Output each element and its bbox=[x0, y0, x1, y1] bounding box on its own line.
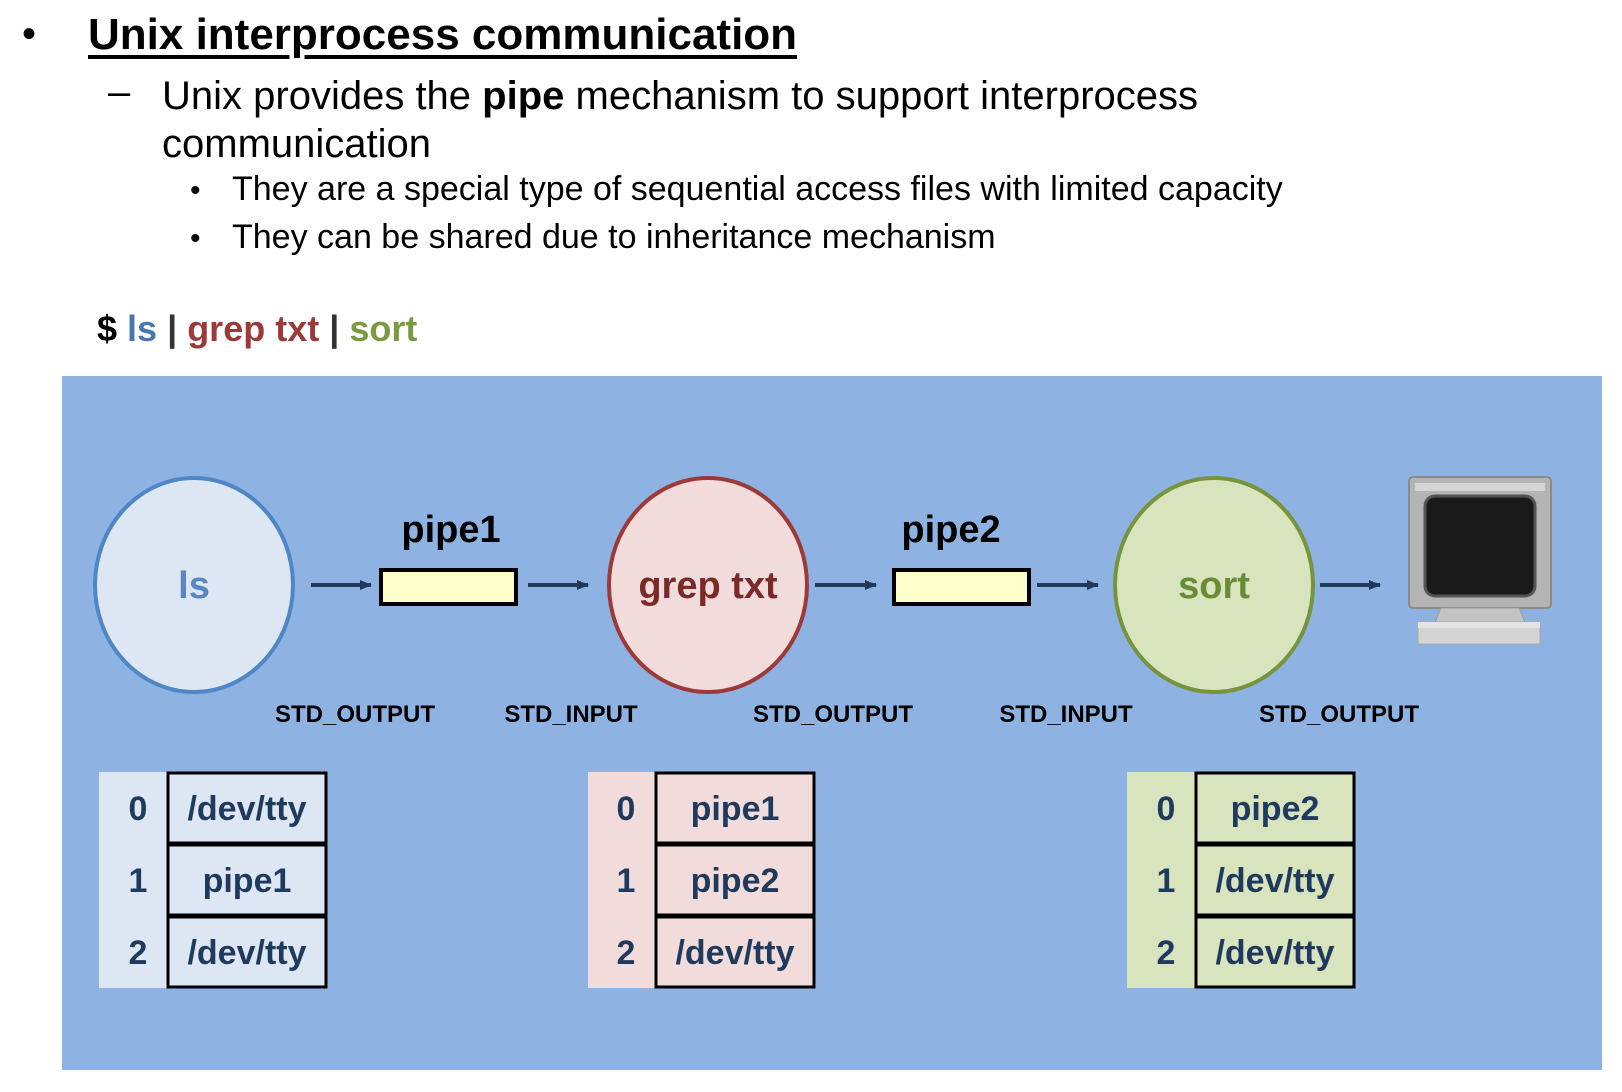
fd-number: 1 bbox=[1157, 862, 1176, 900]
dash-marker: – bbox=[108, 70, 131, 114]
slide-title: Unix interprocess communication bbox=[88, 10, 798, 59]
process-grep-circle bbox=[607, 476, 809, 694]
fd-table-sort-background bbox=[1127, 772, 1354, 988]
command-pipe-separator: | bbox=[167, 308, 178, 349]
pipe1-label: pipe1 bbox=[401, 509, 500, 551]
subsub-bullet-dot: • bbox=[190, 174, 201, 207]
fd-cell bbox=[1194, 843, 1356, 917]
fd-cell bbox=[166, 843, 328, 917]
fd-target: pipe2 bbox=[691, 862, 780, 900]
process-ls: ls bbox=[93, 476, 295, 694]
fd-table-sort: 0 1 2 pipe2 /dev/tty /dev/tty bbox=[1127, 771, 1356, 989]
bullet-dot: • bbox=[22, 12, 37, 56]
fd-number: 1 bbox=[617, 862, 636, 900]
fd-table-ls-background bbox=[99, 772, 326, 988]
fd-number: 0 bbox=[1157, 790, 1176, 828]
fd-target: /dev/tty bbox=[1215, 934, 1334, 972]
fd-target: /dev/tty bbox=[675, 934, 794, 972]
pipe2-buffer bbox=[892, 568, 1031, 606]
fd-target: pipe1 bbox=[691, 790, 780, 828]
command-sort: sort bbox=[349, 308, 418, 349]
fd-cell bbox=[1194, 915, 1356, 989]
process-grep-label: grep txt bbox=[638, 565, 778, 607]
fd-number: 0 bbox=[617, 790, 636, 828]
fd-cell bbox=[654, 915, 816, 989]
fd-cell bbox=[166, 915, 328, 989]
std-input-label-grep: STD_INPUT bbox=[504, 701, 638, 728]
process-sort-circle bbox=[1113, 476, 1315, 694]
fd-cell bbox=[166, 771, 328, 845]
fd-number: 2 bbox=[129, 934, 148, 972]
fd-table-grep-background bbox=[588, 772, 815, 988]
std-output-label-ls: STD_OUTPUT bbox=[275, 701, 435, 728]
std-output-label-grep: STD_OUTPUT bbox=[753, 701, 913, 728]
subpoint-prefix: Unix provides the bbox=[162, 74, 483, 118]
fd-target: /dev/tty bbox=[1215, 862, 1334, 900]
subpoint-text: Unix provides the pipe mechanism to supp… bbox=[162, 72, 1362, 168]
fd-target: pipe2 bbox=[1231, 790, 1320, 828]
fd-cell bbox=[1194, 771, 1356, 845]
command-ls: ls bbox=[127, 308, 158, 349]
fd-table-ls: 0 1 2 /dev/tty pipe1 /dev/tty bbox=[99, 771, 328, 989]
std-output-label-sort: STD_OUTPUT bbox=[1259, 701, 1419, 728]
std-input-label-sort: STD_INPUT bbox=[999, 701, 1133, 728]
command-prompt: $ bbox=[97, 308, 118, 349]
process-ls-circle bbox=[93, 476, 295, 694]
subpoint-suffix: mechanism to support interprocess commun… bbox=[162, 74, 1199, 166]
subsubpoint-2: They can be shared due to inheritance me… bbox=[232, 218, 996, 256]
command-pipe-separator: | bbox=[329, 308, 340, 349]
fd-target: pipe1 bbox=[203, 862, 292, 900]
computer-monitor-icon bbox=[1408, 476, 1552, 645]
process-sort-label: sort bbox=[1178, 565, 1250, 607]
fd-number: 1 bbox=[129, 862, 148, 900]
process-grep: grep txt bbox=[607, 476, 809, 694]
fd-number: 2 bbox=[1157, 934, 1176, 972]
fd-table-grep: 0 1 2 pipe1 pipe2 /dev/tty bbox=[588, 771, 816, 989]
fd-cell bbox=[654, 843, 816, 917]
subsubpoint-1: They are a special type of sequential ac… bbox=[232, 170, 1283, 208]
fd-cell bbox=[654, 771, 816, 845]
subpoint-bold: pipe bbox=[482, 74, 565, 118]
pipe1-buffer bbox=[379, 568, 518, 606]
command-grep: grep txt bbox=[187, 308, 320, 349]
command-line: $ ls | grep txt | sort bbox=[97, 308, 417, 350]
fd-number: 2 bbox=[617, 934, 636, 972]
fd-number: 0 bbox=[129, 790, 148, 828]
fd-target: /dev/tty bbox=[187, 790, 306, 828]
subsub-bullet-dot: • bbox=[190, 222, 201, 255]
process-ls-label: ls bbox=[178, 565, 210, 607]
fd-target: /dev/tty bbox=[187, 934, 306, 972]
process-sort: sort bbox=[1113, 476, 1315, 694]
pipe2-label: pipe2 bbox=[901, 509, 1000, 551]
